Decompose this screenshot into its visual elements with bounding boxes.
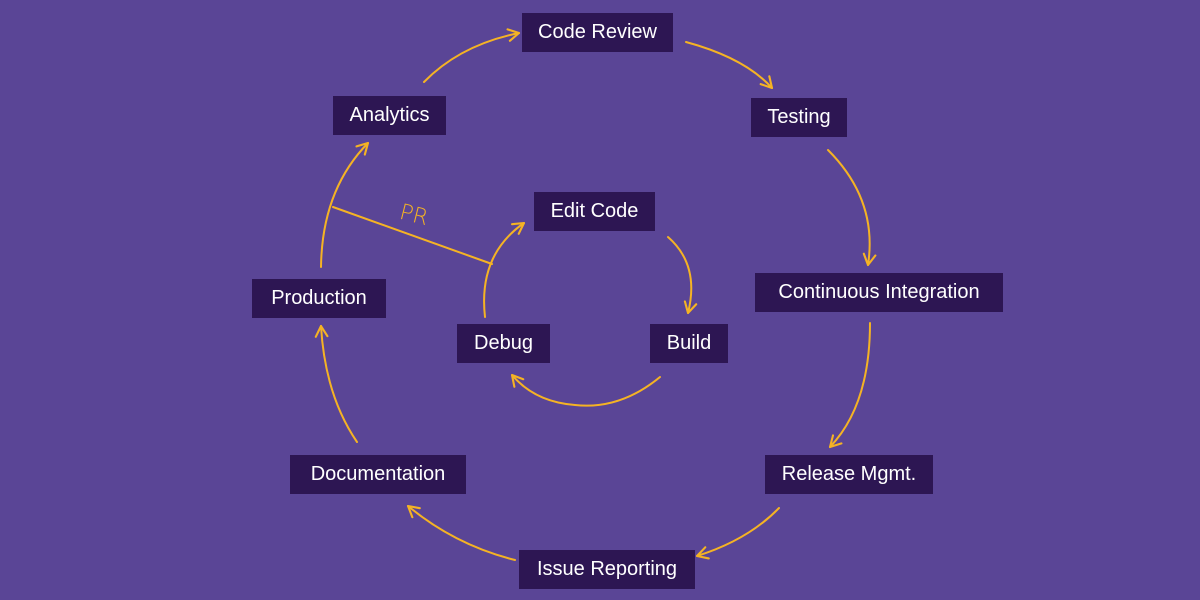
node-continuous-integration: Continuous Integration [755, 273, 1003, 312]
arrow-documentation-to-production [314, 324, 358, 443]
node-edit-code: Edit Code [534, 192, 655, 231]
pr-connector-line [332, 206, 493, 265]
arrow-testing-to-ci [827, 149, 877, 267]
node-issue-reporting: Issue Reporting [519, 550, 695, 589]
arrow-production-to-analytics [320, 141, 370, 268]
node-production: Production [252, 279, 386, 318]
node-testing: Testing [751, 98, 847, 137]
arrow-build-to-debug [510, 373, 661, 407]
node-build: Build [650, 324, 728, 363]
arrow-code-review-to-testing [685, 41, 774, 90]
node-debug: Debug [457, 324, 550, 363]
arrow-debug-to-edit-code [483, 221, 526, 318]
node-code-review: Code Review [522, 13, 673, 52]
arrow-issue-to-documentation [406, 504, 516, 561]
node-analytics: Analytics [333, 96, 446, 135]
arrow-ci-to-release [828, 322, 871, 449]
node-documentation: Documentation [290, 455, 466, 494]
arrow-release-to-issue [695, 507, 780, 560]
arrow-analytics-to-code-review [423, 28, 521, 83]
arrow-edit-code-to-build [667, 236, 698, 315]
node-release-mgmt: Release Mgmt. [765, 455, 933, 494]
